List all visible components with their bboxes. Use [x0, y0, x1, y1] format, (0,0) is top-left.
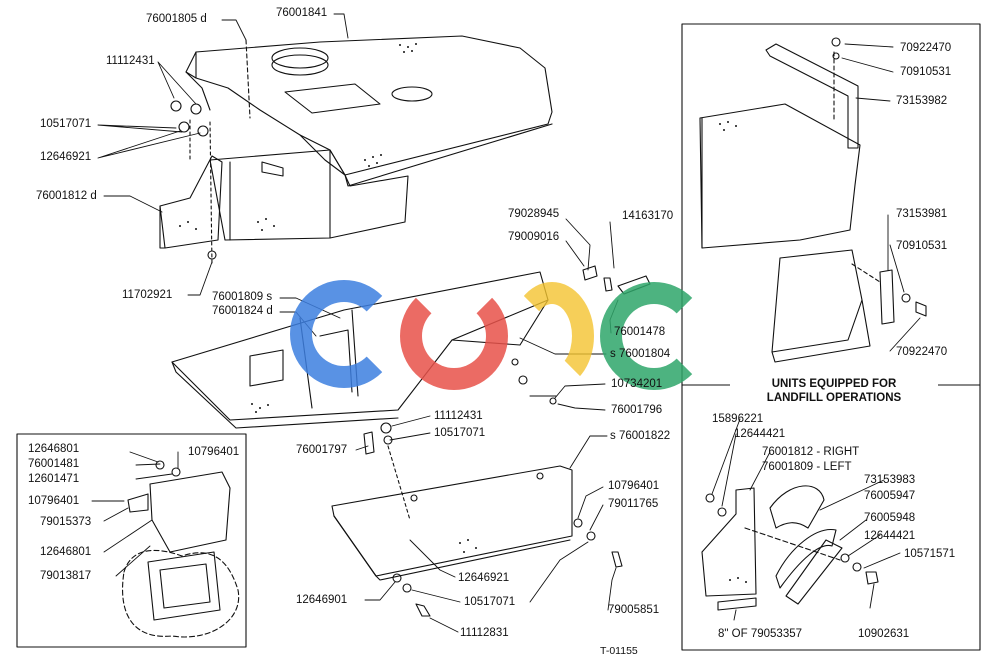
part-label: 10796401	[608, 480, 660, 492]
inset-right-lower-drawing	[701, 485, 879, 611]
inset-left-drawing	[122, 460, 240, 638]
part-label: 76001796	[611, 404, 663, 416]
part-label: 73153982	[896, 95, 948, 107]
part-label: 76001841	[276, 7, 328, 19]
part-label: 15896221	[712, 413, 764, 425]
part-label: 79011765	[608, 498, 659, 510]
inset-frame-left	[16, 433, 247, 648]
section-header-text: UNITS EQUIPPED FOR LANDFILL OPERATIONS	[766, 378, 902, 404]
part-label: 11112431	[434, 410, 483, 422]
part-label: 76001478	[614, 326, 666, 338]
figure-id: T-01155	[600, 645, 638, 657]
part-label: 70910531	[900, 66, 952, 78]
part-label: 76001812 d	[36, 190, 97, 202]
part-label: 11702921	[122, 289, 173, 301]
part-label: 12644421	[734, 428, 786, 440]
part-label: s 76001822	[610, 430, 671, 442]
part-label: 12646921	[458, 572, 510, 584]
part-label: 76001809 - LEFT	[762, 461, 852, 473]
part-label: 79013817	[40, 570, 92, 582]
part-label: 14163170	[622, 210, 674, 222]
part-label: 10796401	[188, 446, 240, 458]
part-label: 10571571	[904, 548, 956, 560]
part-label: 73153981	[896, 208, 948, 220]
part-label: 76001805 d	[146, 13, 207, 25]
part-label: 79005851	[608, 604, 660, 616]
stipple-texture	[179, 43, 747, 583]
part-label: 70910531	[896, 240, 948, 252]
part-label: 76001797	[296, 444, 348, 456]
watermark-letter-c1	[290, 280, 398, 388]
part-label: 76001809 s	[212, 291, 273, 303]
part-label: 10517071	[464, 596, 516, 608]
section-header: UNITS EQUIPPED FOR LANDFILL OPERATIONS	[730, 377, 938, 405]
bolt-cluster-upper-left	[170, 100, 217, 260]
watermark-letter-g	[400, 282, 508, 390]
part-label: 12644421	[864, 530, 916, 542]
part-label: 76005947	[864, 490, 916, 502]
part-label: 79009016	[508, 231, 560, 243]
part-label: 76001812 - RIGHT	[762, 446, 860, 458]
part-label: 12601471	[28, 473, 80, 485]
part-label: 8" OF 79053357	[718, 628, 803, 640]
part-label: 10796401	[28, 495, 80, 507]
part-label: 12646901	[296, 594, 348, 606]
part-label: 70922470	[896, 346, 948, 358]
part-label: 10517071	[40, 118, 92, 130]
side-plate-upper	[159, 119, 223, 266]
part-label: 79015373	[40, 516, 92, 528]
hood-cover	[185, 35, 553, 187]
part-label: 12646801	[28, 443, 80, 455]
inset-right-upper-drawing	[699, 37, 927, 363]
part-label: 76001481	[28, 458, 80, 470]
part-label: 11112831	[460, 627, 509, 639]
part-label: s 76001804	[610, 348, 671, 360]
watermark-letter-s	[510, 282, 594, 390]
part-label: 70922470	[900, 42, 952, 54]
part-label: 73153983	[864, 474, 916, 486]
part-label: 11112431	[106, 55, 155, 67]
leader-lines	[91, 13, 921, 633]
hood-side-panel	[209, 149, 409, 241]
part-label: 76005948	[864, 512, 916, 524]
bottom-panel	[331, 422, 623, 617]
part-label: 12646801	[40, 546, 92, 558]
part-label: 79028945	[508, 208, 560, 220]
part-label: 10517071	[434, 427, 486, 439]
part-label: 76001824 d	[212, 305, 273, 317]
part-label: 12646921	[40, 151, 92, 163]
part-label: 10902631	[858, 628, 910, 640]
part-label: 10734201	[611, 378, 663, 390]
